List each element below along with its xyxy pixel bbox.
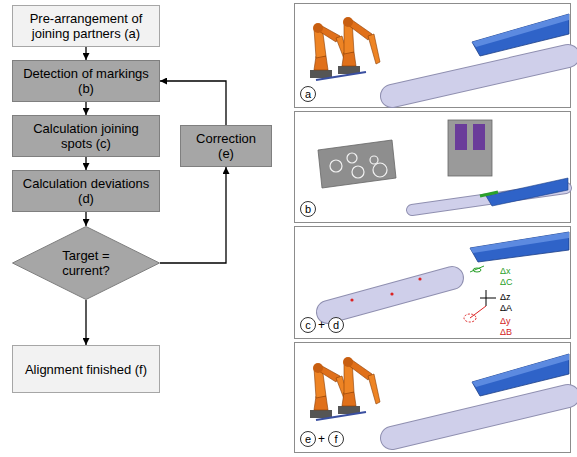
node-text: Calculation joining spots (c) [19,121,153,151]
scene-b [486,178,568,206]
start-box: Pre-arrangement of joining partners (a) [12,5,160,47]
axis-label: Δz [500,292,511,303]
process-box: Correction (e) [180,125,272,167]
step-letter: f [334,433,337,445]
step-marker: e [300,431,316,447]
scene-cd [328,278,452,312]
scene-ef [392,396,568,438]
flow-arrow [85,157,86,170]
axis-label: Δy [500,316,511,327]
step-letter: e [305,433,311,445]
node-text: Calculation deviations (d) [19,176,153,206]
scene-cd [328,232,569,322]
axis-label: ΔB [500,327,512,338]
scene-a [310,17,380,80]
plus-sign: + [318,318,325,332]
panel-frames [295,4,571,108]
scene-cd [390,292,393,295]
step-letter: d [333,319,339,331]
step-marker: d [328,317,344,333]
scene-a [392,56,568,96]
step-marker: c [300,317,316,333]
scene-cd [418,277,421,280]
plus-sign: + [318,432,325,446]
scene-ef [310,357,380,420]
scene-ef [310,354,569,438]
scene-b [318,140,396,188]
panel-frames [295,112,571,223]
node-text: Alignment finished (f) [25,362,147,377]
scene-ef [392,396,568,438]
flow-arrow [160,167,226,263]
step-marker: b [300,201,316,217]
axis-label: Δx [500,266,511,277]
scene-a [392,56,568,96]
decision-diamond: Target = current? [12,226,160,300]
scene-a [310,14,569,96]
process-box: Detection of markings (b) [12,60,160,102]
node-text: Pre-arrangement of joining partners (a) [19,11,153,41]
scene-b [480,192,498,196]
scene-b [352,166,364,178]
panel-frames [295,227,571,339]
step-marker: f [328,431,344,447]
scene-b [330,160,342,172]
scene-ef [472,354,569,396]
scene-b [330,153,387,178]
flow-arrow [85,300,86,345]
flow-arrow [85,212,86,226]
step-letter: b [305,203,311,215]
end-box: Alignment finished (f) [12,345,160,393]
scene-b [318,120,568,210]
scene-ef [472,354,569,387]
scene-b [370,156,378,164]
step-letter: a [305,88,311,100]
deviation-axes [473,268,481,272]
scene-cd [470,232,569,253]
flow-arrow [85,102,86,115]
scene-cd [470,232,569,262]
diamond-outline [13,227,160,300]
scene-b [455,124,467,150]
panel-frames [295,343,571,453]
axis-label: ΔA [500,303,512,314]
deviation-axes [470,306,486,318]
scene-b [448,120,492,176]
scene-b [347,153,357,163]
scene-cd [350,277,421,301]
step-marker: a [300,86,316,102]
node-text: Correction (e) [187,131,265,161]
panel-frames [295,4,571,453]
deviation-axes [464,266,496,322]
scene-a [472,14,569,47]
deviation-axes [480,298,496,299]
axis-label: ΔC [500,277,513,288]
scene-cd [350,298,353,301]
scene-cd [328,278,452,312]
step-letter: c [305,319,311,331]
process-box: Calculation joining spots (c) [12,115,160,157]
scene-a [472,14,569,56]
flow-arrow [85,47,86,60]
flow-arrow [160,81,226,125]
scene-b [373,163,387,177]
node-text: Target = current? [42,248,130,278]
scene-b [473,124,485,150]
deviation-axes [470,266,484,272]
deviation-axes [464,314,476,322]
process-box: Calculation deviations (d) [12,170,160,212]
node-text: Detection of markings (b) [19,66,153,96]
